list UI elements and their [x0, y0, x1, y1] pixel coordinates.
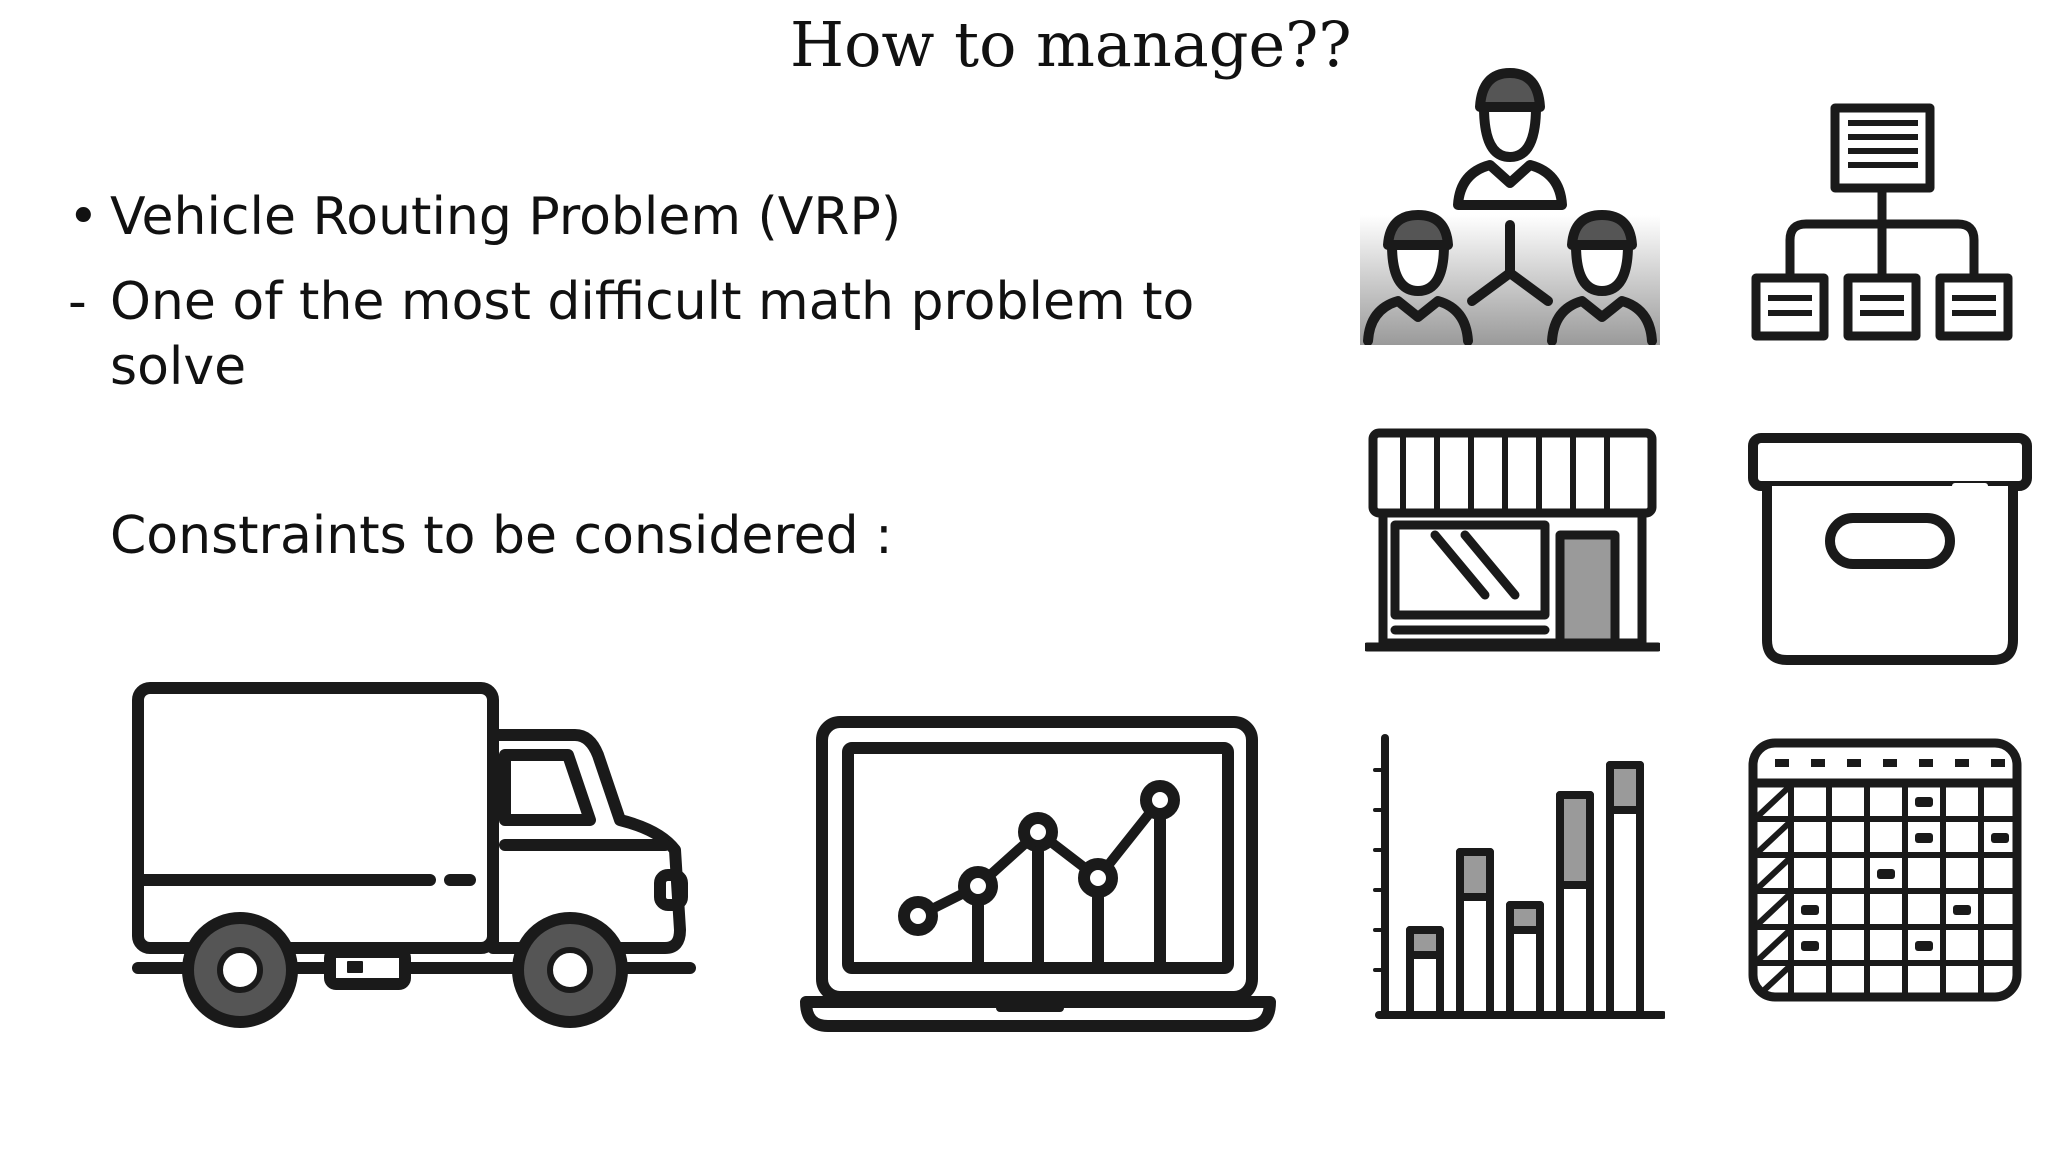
bullet-text: One of the most difficult math problem t…: [110, 272, 1195, 397]
storage-box-icon: [1745, 430, 2035, 670]
bullet-marker: •: [68, 187, 99, 247]
team-hierarchy-icon: [1360, 65, 1660, 345]
bullet-marker: -: [68, 272, 87, 332]
calendar-grid-icon: [1745, 735, 2025, 1005]
bullet-item-difficulty: - One of the most difficult math problem…: [68, 270, 1268, 400]
bullet-list: • Vehicle Routing Problem (VRP) - One of…: [68, 185, 1268, 420]
constraints-label: Constraints to be considered :: [110, 506, 893, 566]
bullet-text: Vehicle Routing Problem (VRP): [110, 187, 902, 247]
laptop-chart-icon: [800, 710, 1280, 1040]
org-structure-icon: [1750, 100, 2015, 345]
bullet-item-vrp: • Vehicle Routing Problem (VRP): [68, 185, 1268, 250]
truck-icon: [120, 670, 730, 1040]
slide-title: How to manage??: [790, 8, 1352, 81]
bar-chart-icon: [1365, 730, 1665, 1025]
store-icon: [1365, 425, 1660, 655]
